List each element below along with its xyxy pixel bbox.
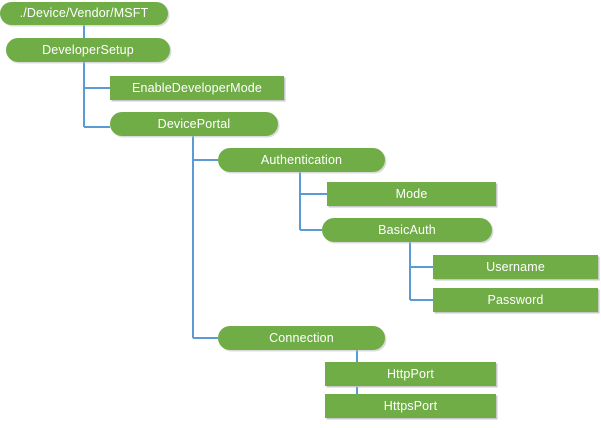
- tree-node-label: ./Device/Vendor/MSFT: [19, 6, 149, 21]
- tree-node-label: Username: [486, 259, 545, 274]
- tree-node-label: Mode: [395, 186, 428, 201]
- tree-node-basicauth[interactable]: BasicAuth: [322, 218, 492, 242]
- tree-node-label: DeveloperSetup: [42, 42, 134, 57]
- tree-node-mode[interactable]: Mode: [327, 182, 496, 206]
- tree-node-authentication[interactable]: Authentication: [218, 148, 385, 172]
- tree-node-httpport[interactable]: HttpPort: [325, 362, 496, 386]
- tree-node-httpsport[interactable]: HttpsPort: [325, 394, 496, 418]
- tree-node-connection[interactable]: Connection: [218, 326, 385, 350]
- tree-node-label: Connection: [269, 330, 334, 345]
- tree-node-deviceportal[interactable]: DevicePortal: [110, 112, 278, 136]
- tree-node-password[interactable]: Password: [433, 288, 598, 312]
- tree-node-label: Password: [487, 292, 544, 307]
- tree-node-developersetup[interactable]: DeveloperSetup: [6, 38, 170, 62]
- tree-node-label: HttpPort: [386, 366, 435, 381]
- tree-node-label: BasicAuth: [378, 222, 436, 237]
- tree-node-root[interactable]: ./Device/Vendor/MSFT: [0, 2, 168, 25]
- tree-node-username[interactable]: Username: [433, 255, 598, 279]
- tree-node-label: Authentication: [260, 152, 343, 167]
- tree-node-label: HttpsPort: [383, 398, 438, 413]
- tree-node-label: DevicePortal: [157, 116, 231, 131]
- tree-node-label: EnableDeveloperMode: [131, 80, 263, 95]
- tree-node-enabledevelopermode[interactable]: EnableDeveloperMode: [110, 76, 284, 100]
